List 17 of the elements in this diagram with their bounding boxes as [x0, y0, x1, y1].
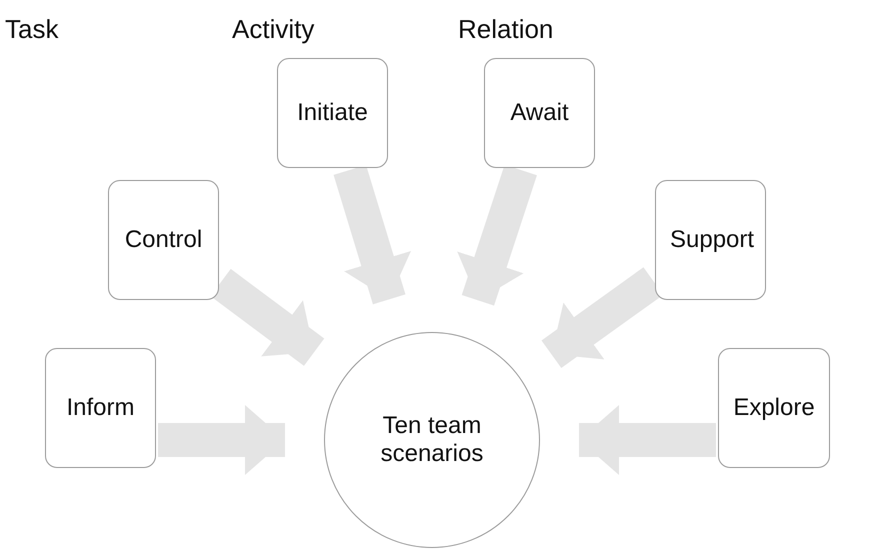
node-label: Await	[510, 99, 569, 127]
process-box	[45, 348, 156, 468]
node-label: Explore	[733, 394, 815, 422]
category-label: Task	[5, 14, 58, 45]
node-label: Control	[124, 226, 202, 254]
block-arrow	[158, 405, 285, 475]
process-box	[655, 180, 766, 300]
process-box	[484, 58, 595, 168]
node-label: Inform	[66, 394, 134, 422]
category-label: Relation	[458, 14, 554, 45]
node-label: Initiate	[297, 99, 368, 127]
process-box	[277, 58, 388, 168]
process-box	[108, 180, 219, 300]
node-label: Ten team scenarios	[380, 412, 484, 468]
process-box	[718, 348, 830, 468]
block-arrow	[579, 405, 716, 475]
category-label: Activity	[232, 14, 314, 45]
